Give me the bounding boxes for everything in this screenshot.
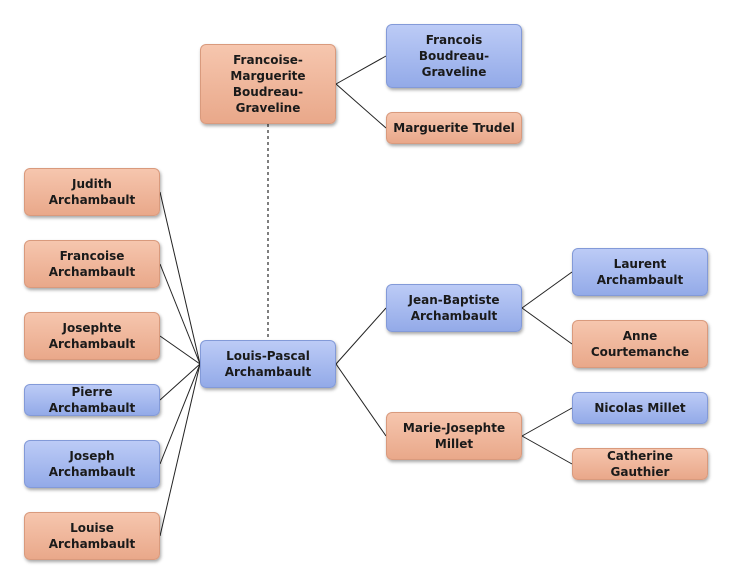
person-judith-archambault[interactable]: Judith Archambault (24, 168, 160, 216)
person-pierre-archambault[interactable]: Pierre Archambault (24, 384, 160, 416)
parent-link (521, 307, 573, 345)
person-joseph-archambault[interactable]: Joseph Archambault (24, 440, 160, 488)
child-link (159, 191, 201, 365)
person-name: Catherine Gauthier (606, 449, 674, 479)
person-francoise-marguerite-boudreau-graveline[interactable]: Francoise- Marguerite Boudreau- Gravelin… (200, 44, 336, 124)
person-marguerite-trudel[interactable]: Marguerite Trudel (386, 112, 522, 144)
person-name: Louise Archambault (48, 521, 136, 551)
person-marie-josephte-millet[interactable]: Marie-Josephte Millet (386, 412, 522, 460)
person-name: Anne Courtemanche (590, 329, 690, 359)
parent-link (521, 407, 573, 437)
parent-link (521, 271, 573, 309)
person-name: Marie-Josephte Millet (402, 421, 506, 451)
person-name: Joseph Archambault (48, 449, 136, 479)
child-link (159, 263, 201, 365)
person-name: Louis-Pascal Archambault (224, 349, 312, 379)
person-josephte-archambault[interactable]: Josephte Archambault (24, 312, 160, 360)
person-name: Josephte Archambault (48, 321, 136, 351)
child-link (159, 363, 201, 537)
person-anne-courtemanche[interactable]: Anne Courtemanche (572, 320, 708, 368)
person-louise-archambault[interactable]: Louise Archambault (24, 512, 160, 560)
child-link (159, 363, 201, 465)
child-link (159, 363, 201, 401)
person-name: Francois Boudreau- Graveline (418, 33, 490, 79)
parent-link (335, 363, 387, 437)
person-laurent-archambault[interactable]: Laurent Archambault (572, 248, 708, 296)
person-name: Nicolas Millet (594, 401, 686, 415)
person-jean-baptiste-archambault[interactable]: Jean-Baptiste Archambault (386, 284, 522, 332)
person-nicolas-millet[interactable]: Nicolas Millet (572, 392, 708, 424)
person-name: Marguerite Trudel (393, 121, 515, 135)
person-name: Pierre Archambault (48, 385, 136, 415)
child-link (159, 335, 201, 365)
person-name: Judith Archambault (48, 177, 136, 207)
person-name: Francoise- Marguerite Boudreau- Gravelin… (230, 53, 306, 115)
person-name: Francoise Archambault (48, 249, 136, 279)
parent-link (335, 307, 387, 365)
person-francois-boudreau-graveline[interactable]: Francois Boudreau- Graveline (386, 24, 522, 88)
parent-link (335, 83, 387, 129)
parent-link (335, 55, 387, 85)
parent-link (521, 435, 573, 465)
person-name: Jean-Baptiste Archambault (408, 293, 500, 323)
person-name: Laurent Archambault (596, 257, 684, 287)
person-catherine-gauthier[interactable]: Catherine Gauthier (572, 448, 708, 480)
person-louis-pascal-archambault[interactable]: Louis-Pascal Archambault (200, 340, 336, 388)
person-francoise-archambault[interactable]: Francoise Archambault (24, 240, 160, 288)
